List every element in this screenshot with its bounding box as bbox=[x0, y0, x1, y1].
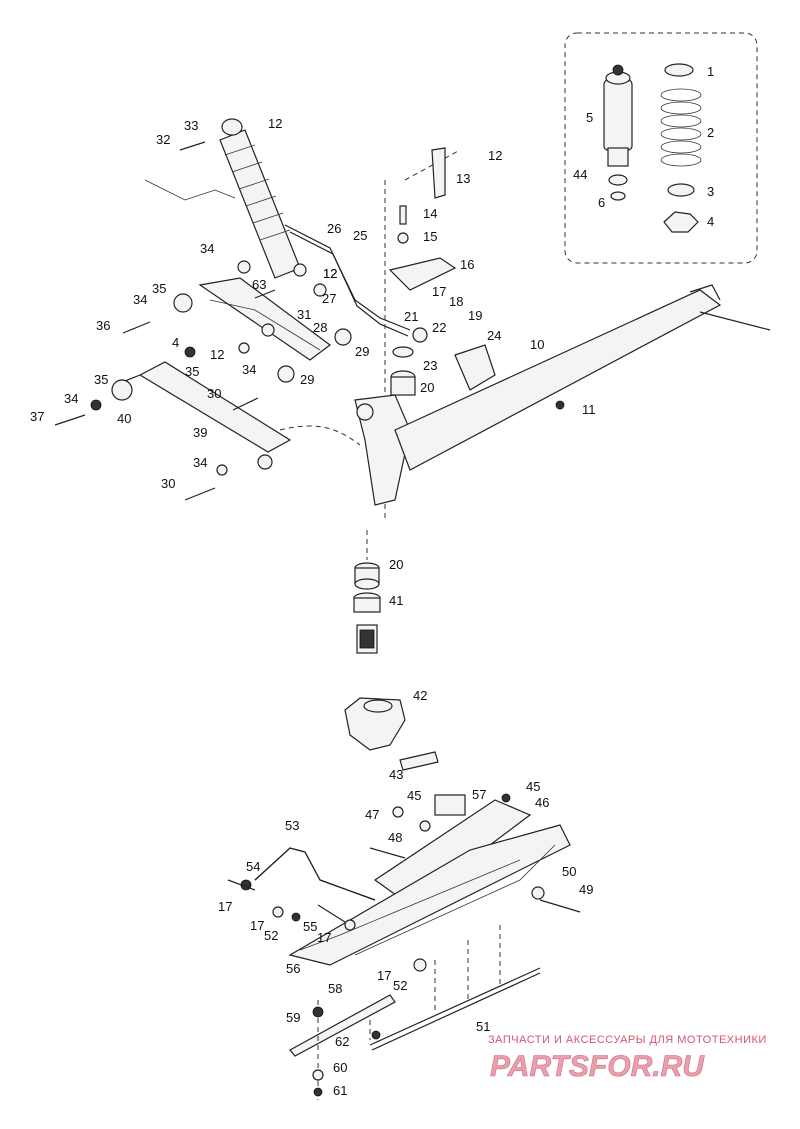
callout-30: 30 bbox=[161, 476, 175, 491]
callout-26: 26 bbox=[327, 221, 341, 236]
callout-21: 21 bbox=[404, 309, 418, 324]
callout-27: 27 bbox=[322, 291, 336, 306]
callout-4: 4 bbox=[707, 214, 714, 229]
callout-12: 12 bbox=[323, 266, 337, 281]
watermark: ЗАПЧАСТИ И АКСЕССУАРЫ ДЛЯ МОТОТЕХНИКИ PA… bbox=[488, 1034, 767, 1083]
callout-18: 18 bbox=[449, 294, 463, 309]
callout-50: 50 bbox=[562, 864, 576, 879]
callout-5: 5 bbox=[586, 110, 593, 125]
callout-52: 52 bbox=[393, 978, 407, 993]
ski-assembly bbox=[227, 697, 581, 1100]
callout-labels: 1 2 3 4 5 44 6 12 32 33 12 13 14 15 26 2… bbox=[30, 64, 714, 1098]
callout-16: 16 bbox=[460, 257, 474, 272]
callout-47: 47 bbox=[365, 807, 379, 822]
callout-35: 35 bbox=[185, 364, 199, 379]
callout-34: 34 bbox=[64, 391, 78, 406]
upper-suspension-assembly bbox=[54, 118, 771, 520]
callout-28: 28 bbox=[313, 320, 327, 335]
callout-52: 52 bbox=[264, 928, 278, 943]
callout-19: 19 bbox=[468, 308, 482, 323]
spindle-bushings bbox=[353, 530, 381, 654]
callout-31: 31 bbox=[297, 307, 311, 322]
callout-37: 37 bbox=[30, 409, 44, 424]
callout-17: 17 bbox=[250, 918, 264, 933]
callout-17: 17 bbox=[377, 968, 391, 983]
callout-29: 29 bbox=[355, 344, 369, 359]
callout-32: 32 bbox=[156, 132, 170, 147]
shock-absorber-inset bbox=[564, 32, 758, 264]
watermark-logo: PARTSFOR.RU bbox=[490, 1050, 705, 1083]
callout-42: 42 bbox=[413, 688, 427, 703]
callout-57: 57 bbox=[472, 787, 486, 802]
callout-51: 51 bbox=[476, 1019, 490, 1034]
callout-22: 22 bbox=[432, 320, 446, 335]
callout-23: 23 bbox=[423, 358, 437, 373]
callout-20: 20 bbox=[420, 380, 434, 395]
callout-46: 46 bbox=[535, 795, 549, 810]
callout-41: 41 bbox=[389, 593, 403, 608]
callout-49: 49 bbox=[579, 882, 593, 897]
callout-43: 43 bbox=[389, 767, 403, 782]
callout-25: 25 bbox=[353, 228, 367, 243]
callout-34: 34 bbox=[200, 241, 214, 256]
callout-15: 15 bbox=[423, 229, 437, 244]
callout-39: 39 bbox=[193, 425, 207, 440]
callout-45: 45 bbox=[526, 779, 540, 794]
callout-17: 17 bbox=[432, 284, 446, 299]
callout-53: 53 bbox=[285, 818, 299, 833]
callout-40: 40 bbox=[117, 411, 131, 426]
callout-59: 59 bbox=[286, 1010, 300, 1025]
callout-30: 30 bbox=[207, 386, 221, 401]
callout-33: 33 bbox=[184, 118, 198, 133]
callout-34: 34 bbox=[133, 292, 147, 307]
callout-3: 3 bbox=[707, 184, 714, 199]
callout-55: 55 bbox=[303, 919, 317, 934]
callout-60: 60 bbox=[333, 1060, 347, 1075]
callout-35: 35 bbox=[94, 372, 108, 387]
callout-4: 4 bbox=[172, 335, 179, 350]
callout-34: 34 bbox=[193, 455, 207, 470]
callout-12: 12 bbox=[323, 266, 337, 281]
callout-36: 36 bbox=[96, 318, 110, 333]
callout-58: 58 bbox=[328, 981, 342, 996]
callout-34: 34 bbox=[242, 362, 256, 377]
callout-2: 2 bbox=[707, 125, 714, 140]
callout-35: 35 bbox=[152, 281, 166, 296]
callout-12: 12 bbox=[210, 347, 224, 362]
callout-10: 10 bbox=[530, 337, 544, 352]
callout-1: 1 bbox=[707, 64, 714, 79]
callout-61: 61 bbox=[333, 1083, 347, 1098]
callout-20: 20 bbox=[389, 557, 403, 572]
callout-54: 54 bbox=[246, 859, 260, 874]
callout-24: 24 bbox=[487, 328, 501, 343]
callout-17: 17 bbox=[317, 930, 331, 945]
callout-48: 48 bbox=[388, 830, 402, 845]
callout-44: 44 bbox=[573, 167, 587, 182]
callout-11: 11 bbox=[582, 402, 596, 417]
callout-56: 56 bbox=[286, 961, 300, 976]
callout-12: 12 bbox=[488, 148, 502, 163]
callout-63: 63 bbox=[252, 277, 266, 292]
watermark-tagline: ЗАПЧАСТИ И АКСЕССУАРЫ ДЛЯ МОТОТЕХНИКИ bbox=[488, 1034, 767, 1046]
callout-14: 14 bbox=[423, 206, 437, 221]
callout-45: 45 bbox=[407, 788, 421, 803]
callout-62: 62 bbox=[335, 1034, 349, 1049]
callout-12: 12 bbox=[268, 116, 282, 131]
callout-6: 6 bbox=[598, 195, 605, 210]
callout-17: 17 bbox=[218, 899, 232, 914]
callout-13: 13 bbox=[456, 171, 470, 186]
callout-29: 29 bbox=[300, 372, 314, 387]
